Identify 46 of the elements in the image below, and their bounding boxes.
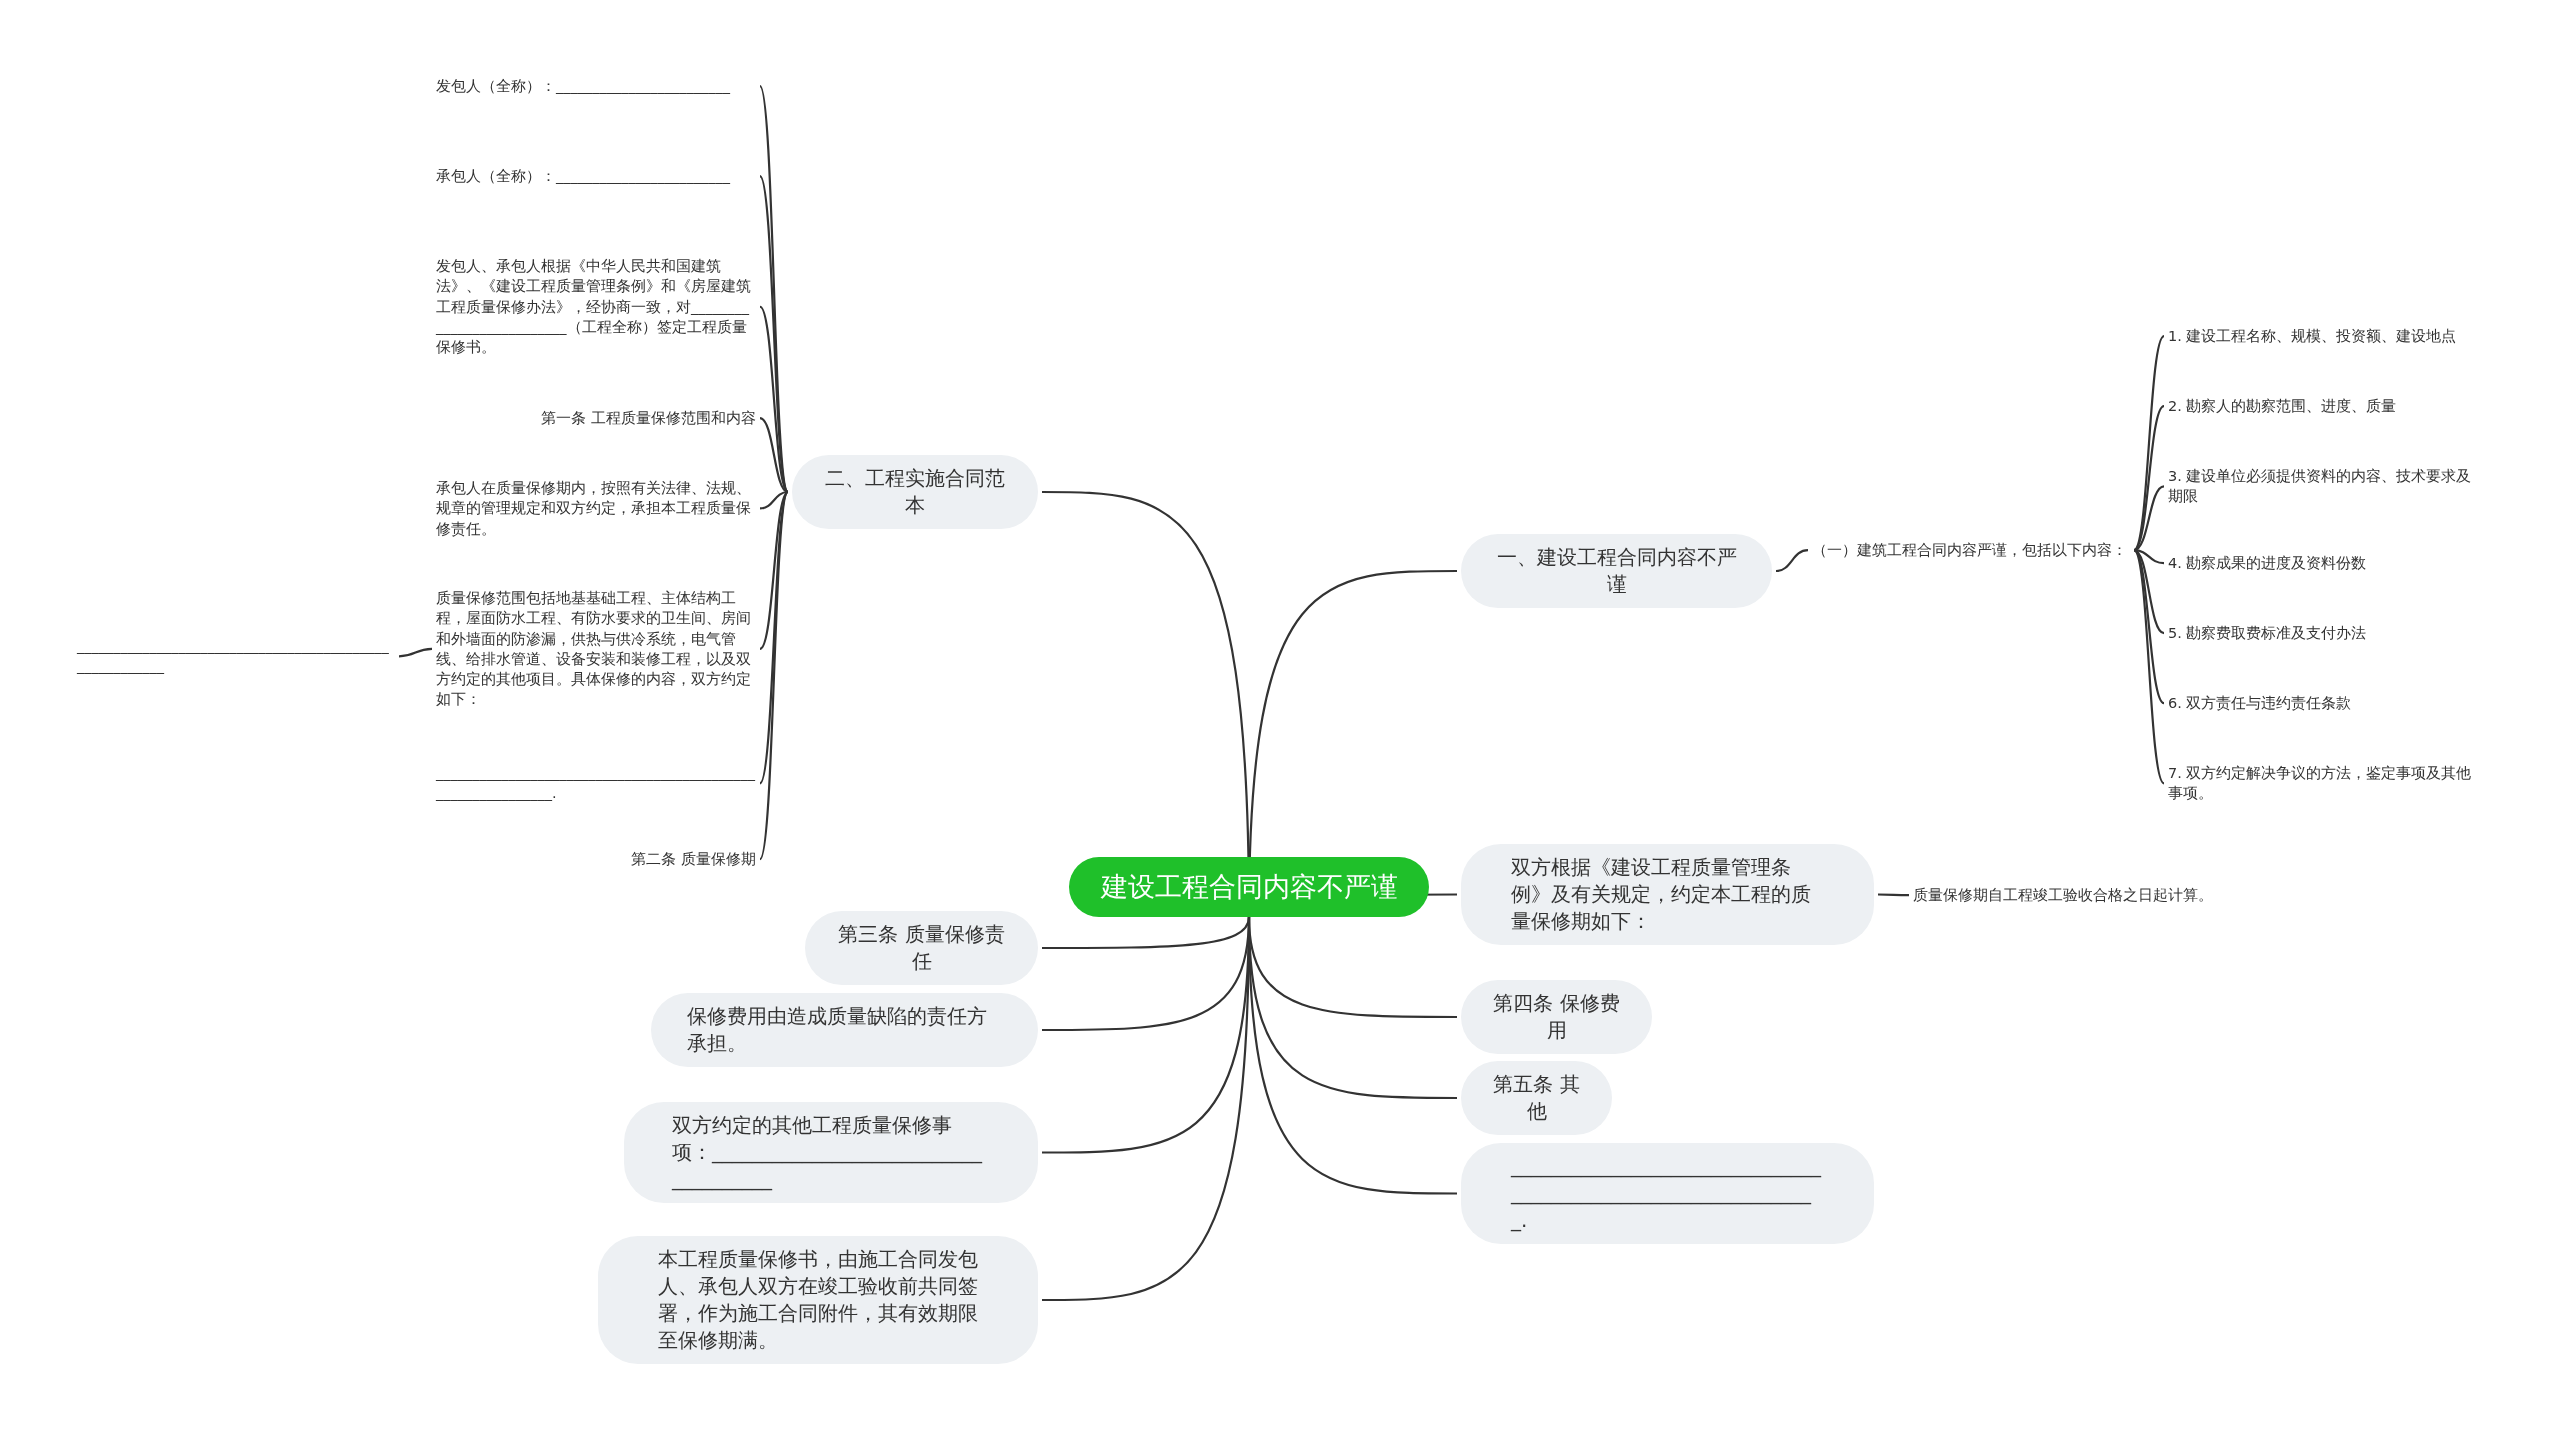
topic-box: 二、工程实施合同范本 <box>792 455 1038 529</box>
topic-box: 第四条 保修费用 <box>1461 980 1652 1054</box>
connector-line <box>2133 485 2165 552</box>
note-text: 承包人（全称）：________________________ <box>436 166 756 187</box>
topic-box: 双方根据《建设工程质量管理条例》及有关规定，约定本工程的质量保修期如下： <box>1461 844 1874 945</box>
topic-box: ______________________________________________________________. <box>1461 1143 1874 1244</box>
note-text: 7. 双方约定解决争议的方法，鉴定事项及其他事项。 <box>2168 763 2480 804</box>
topic-box: 双方约定的其他工程质量保修事项：_____________________________________ <box>624 1102 1038 1203</box>
central-topic: 建设工程合同内容不严谨 <box>1069 857 1429 917</box>
connector-line <box>2133 549 2165 565</box>
note-text: 2. 勘察人的勘察范围、进度、质量 <box>2168 396 2480 417</box>
connector-line <box>2133 549 2165 704</box>
note-text: 6. 双方责任与违约责任条款 <box>2168 693 2480 714</box>
note-text: 5. 勘察费取费标准及支付办法 <box>2168 623 2480 644</box>
connector-line <box>759 491 789 860</box>
note-text: ____________________________________________________________. <box>436 763 756 804</box>
connector-line <box>759 417 789 493</box>
connector-line <box>759 491 789 784</box>
connector-line <box>759 491 789 650</box>
note-text: （一）建筑工程合同内容严谨，包括以下内容： <box>1812 540 2130 561</box>
topic-box: 第三条 质量保修责任 <box>805 911 1038 985</box>
note-text: 第二条 质量保修期 <box>436 849 756 870</box>
note-text: 3. 建设单位必须提供资料的内容、技术要求及期限 <box>2168 466 2480 507</box>
note-text: _______________________________________________________ <box>77 636 395 677</box>
note-text: 1. 建设工程名称、规模、投资额、建设地点 <box>2168 326 2480 347</box>
connector-line <box>1878 893 1909 897</box>
note-text: 质量保修范围包括地基基础工程、主体结构工程，屋面防水工程、有防水要求的卫生间、房间和外墙面的防渗漏，供热与供冷系统，电气管线、给排水管道、设备安装和装修工程，以及双方约定的其他项目。具体保修的内容，双方约定如下： <box>436 588 756 710</box>
connector-line <box>759 490 789 510</box>
note-text: 第一条 工程质量保修范围和内容 <box>436 408 756 429</box>
note-text: 承包人在质量保修期内，按照有关法律、法规、规章的管理规定和双方约定，承担本工程质量保修责任。 <box>436 478 756 539</box>
connector-line <box>1042 916 1251 950</box>
connector-line <box>759 175 789 493</box>
connector-line <box>759 306 789 493</box>
note-text: 发包人（全称）：________________________ <box>436 76 756 97</box>
connector-line <box>1775 549 1809 573</box>
connector-line <box>2133 549 2165 784</box>
topic-box: 本工程质量保修书，由施工合同发包人、承包人双方在竣工验收前共同签署，作为施工合同附件，其有效期限至保修期满。 <box>598 1236 1038 1364</box>
topic-box: 保修费用由造成质量缺陷的责任方承担。 <box>651 993 1038 1067</box>
note-text: 质量保修期自工程竣工验收合格之日起计算。 <box>1913 885 2273 906</box>
connector-line <box>2133 405 2165 551</box>
connector-line <box>398 647 433 658</box>
note-text: 发包人、承包人根据《中华人民共和国建筑法》、《建设工程质量管理条例》和《房屋建筑工程质量保修办法》，经协商一致，对__________________________（工程全称）签定工程质量保修书。 <box>436 256 756 358</box>
topic-box: 第五条 其他 <box>1461 1061 1612 1135</box>
topic-box: 一、建设工程合同内容不严谨 <box>1461 534 1772 608</box>
note-text: 4. 勘察成果的进度及资料份数 <box>2168 553 2480 574</box>
connector-line <box>1247 916 1457 1195</box>
